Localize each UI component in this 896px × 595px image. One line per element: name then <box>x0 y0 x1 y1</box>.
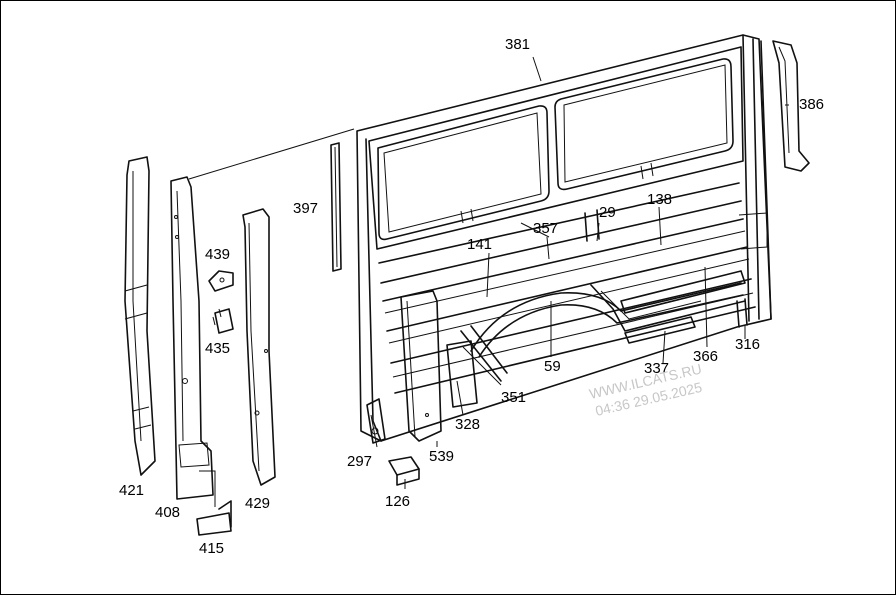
part-328 <box>446 340 478 408</box>
callout-397: 397 <box>293 200 318 217</box>
callout-351: 351 <box>501 389 526 406</box>
callout-415: 415 <box>199 540 224 557</box>
part-415 <box>196 470 232 536</box>
part-126 <box>388 456 420 486</box>
callout-126: 126 <box>385 493 410 510</box>
callout-316: 316 <box>735 336 760 353</box>
part-397 <box>330 142 342 272</box>
callout-386: 386 <box>799 96 824 113</box>
callout-435: 435 <box>205 340 230 357</box>
callout-297: 297 <box>347 453 372 470</box>
part-337-366 <box>620 270 746 344</box>
part-439 <box>208 270 234 292</box>
leader-lines <box>188 56 789 489</box>
callout-366: 366 <box>693 348 718 365</box>
callout-381: 381 <box>505 36 530 53</box>
callout-337: 337 <box>644 360 669 377</box>
part-421 <box>124 156 156 476</box>
part-539 <box>400 290 442 442</box>
callout-408: 408 <box>155 504 180 521</box>
callout-421: 421 <box>119 482 144 499</box>
callout-138: 138 <box>647 191 672 208</box>
part-429 <box>242 208 276 486</box>
callout-357: 357 <box>533 220 558 237</box>
callout-141: 141 <box>467 236 492 253</box>
part-435 <box>212 308 234 334</box>
part-386 <box>772 40 810 172</box>
callout-429: 429 <box>245 495 270 512</box>
part-297 <box>366 398 386 444</box>
callout-328: 328 <box>455 416 480 433</box>
part-408 <box>170 176 214 500</box>
callout-539: 539 <box>429 448 454 465</box>
callout-29: 29 <box>599 204 616 221</box>
callout-59: 59 <box>544 358 561 375</box>
callout-labels: 381 386 397 439 435 421 408 415 429 141 … <box>119 36 824 557</box>
callout-439: 439 <box>205 246 230 263</box>
side-panel-381 <box>356 34 772 442</box>
